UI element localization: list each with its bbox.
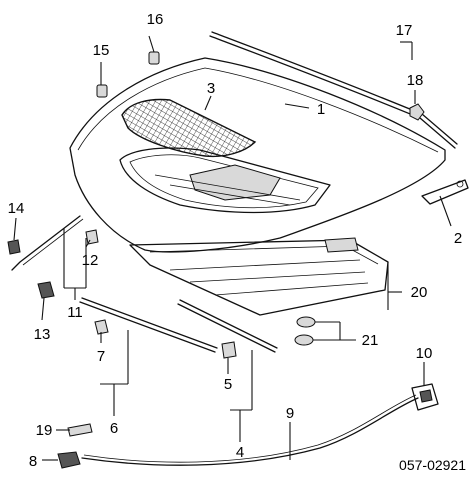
callout-18: 18 <box>407 72 424 89</box>
callout-7: 7 <box>97 348 105 365</box>
prop-rod-holder-14 <box>7 239 21 255</box>
callout-labels: 1 2 3 4 5 6 7 8 9 10 11 12 13 14 15 16 1… <box>8 11 463 470</box>
callout-21: 21 <box>362 332 379 349</box>
callout-19: 19 <box>36 422 53 439</box>
callout-8: 8 <box>29 453 37 470</box>
callout-2: 2 <box>454 230 462 247</box>
hood-release-cable <box>81 394 419 466</box>
hood-bumper-15 <box>96 84 108 98</box>
hood-grille-mesh <box>121 98 257 158</box>
callout-9: 9 <box>286 405 294 422</box>
callout-3: 3 <box>207 80 215 97</box>
callout-20: 20 <box>411 284 428 301</box>
prop-rod-grommet-12 <box>85 229 99 245</box>
callout-4: 4 <box>236 444 244 461</box>
callout-13: 13 <box>34 326 51 343</box>
seal-clip-5 <box>221 341 237 359</box>
hood-lock <box>411 383 439 411</box>
clip-18 <box>409 103 425 121</box>
callout-10: 10 <box>416 345 433 362</box>
release-part-19 <box>67 423 93 437</box>
callout-16: 16 <box>147 11 164 28</box>
callout-12: 12 <box>82 252 99 269</box>
hood-hinge <box>421 179 469 205</box>
hood-insulator <box>129 237 389 316</box>
hood-bumper-16 <box>148 51 160 65</box>
hood-panel <box>69 57 446 253</box>
hood-rear-seal <box>177 299 278 353</box>
callout-1: 1 <box>317 101 325 118</box>
prop-rod-clip-13 <box>37 281 55 299</box>
callout-5: 5 <box>224 376 232 393</box>
release-handle-8 <box>57 451 81 469</box>
callout-17: 17 <box>396 22 413 39</box>
callout-15: 15 <box>93 42 110 59</box>
insulator-clip-21 <box>294 316 316 346</box>
leader-lines <box>13 35 452 461</box>
diagram-code: 057-02921 <box>399 457 466 473</box>
callout-14: 14 <box>8 200 25 217</box>
hood-prop-rod <box>11 215 84 271</box>
hood-front-seal <box>79 297 218 353</box>
callout-6: 6 <box>110 420 118 437</box>
callout-11: 11 <box>67 304 83 321</box>
seal-clip-7 <box>94 319 109 335</box>
hood-weatherstrip <box>209 31 458 149</box>
